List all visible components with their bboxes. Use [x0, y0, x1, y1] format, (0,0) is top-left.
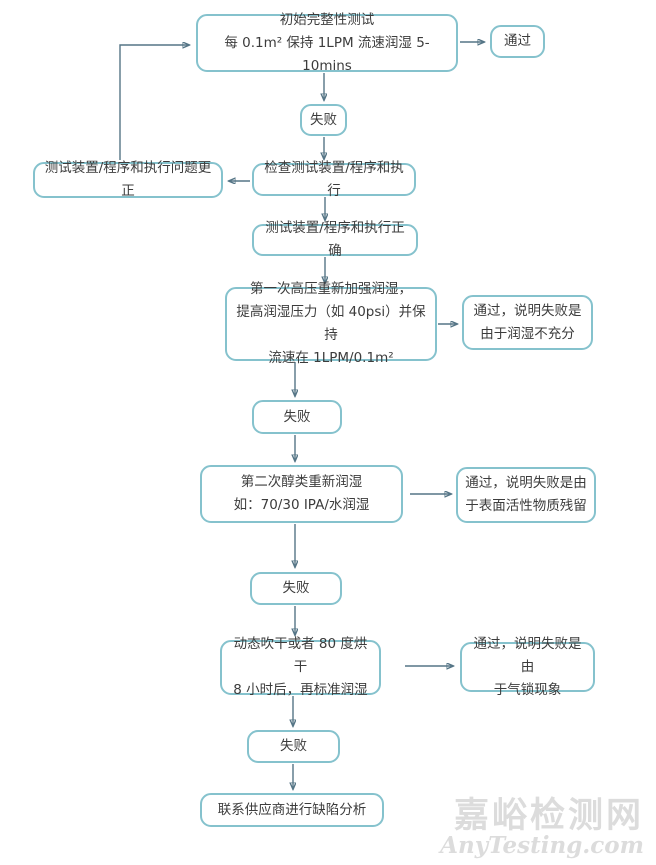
- watermark: 嘉峪检测网 AnyTesting.com: [440, 799, 644, 859]
- node-text-line: 第一次高压重新加强润湿，: [250, 281, 412, 297]
- node-text-line: 8 小时后，再标准润湿: [233, 682, 368, 698]
- node-text-line: 测试装置/程序和执行问题更正: [44, 160, 212, 199]
- node-text-line: 如：70/30 IPA/水润湿: [233, 497, 370, 513]
- node-text-line: 测试装置/程序和执行正确: [265, 220, 405, 259]
- node-text-line: 初始完整性测试: [279, 11, 375, 28]
- node-text-line: 失败: [310, 111, 337, 128]
- watermark-site-url: AnyTesting.com: [440, 832, 644, 859]
- node-text-line: 第二次醇类重新润湿: [240, 474, 363, 490]
- node-text-line: 通过，说明失败是: [473, 302, 582, 319]
- node-setup-correct: 测试装置/程序和执行正确: [252, 220, 418, 259]
- node-text-line: 于气锁现象: [493, 681, 562, 698]
- node-fail-4: 失败: [247, 730, 340, 763]
- arrow-correction-loop-to-initial: [119, 45, 189, 160]
- node-fail-1: 失败: [300, 104, 347, 136]
- node-fail-3: 失败: [250, 572, 342, 605]
- node-text-line: 通过，说明失败是由: [473, 635, 582, 675]
- node-pass-note-insufficient-wetting: 通过，说明失败是 由于润湿不充分: [462, 295, 593, 350]
- node-pass-top: 通过: [490, 25, 545, 58]
- node-text-line: 失败: [282, 580, 310, 596]
- node-pass-note-surfactant-residue: 通过，说明失败是由 于表面活性物质残留: [456, 467, 596, 523]
- node-text-line: 失败: [283, 408, 311, 425]
- node-text-line: 失败: [280, 738, 307, 754]
- node-pass-note-airlock: 通过，说明失败是由 于气锁现象: [460, 636, 595, 698]
- node-check-setup: 检查测试装置/程序和执行: [252, 160, 416, 199]
- node-text-line: 联系供应商进行缺陷分析: [217, 801, 367, 818]
- node-dynamic-dry-rewet: 动态吹干或者 80 度烘干 8 小时后，再标准润湿: [220, 636, 381, 698]
- node-text-line: 提高润湿压力（如 40psi）并保持: [236, 304, 426, 343]
- node-correction: 测试装置/程序和执行问题更正: [33, 160, 223, 199]
- node-text-line: 由于润湿不充分: [480, 325, 575, 342]
- node-fail-2: 失败: [252, 400, 342, 434]
- node-contact-supplier: 联系供应商进行缺陷分析: [200, 793, 384, 827]
- node-text-line: 通过，说明失败是由: [465, 475, 587, 491]
- node-text-line: 动态吹干或者 80 度烘干: [233, 636, 368, 675]
- node-initial-integrity-test: 初始完整性测试 每 0.1m² 保持 1LPM 流速润湿 5-10mins: [196, 12, 458, 74]
- node-text-line: 检查测试装置/程序和执行: [264, 159, 404, 199]
- node-second-alcohol-rewet: 第二次醇类重新润湿 如：70/30 IPA/水润湿: [200, 465, 403, 523]
- watermark-site-name: 嘉峪检测网: [453, 796, 644, 836]
- node-text-line: 每 0.1m² 保持 1LPM 流速润湿 5-10mins: [224, 34, 430, 74]
- node-text-line: 于表面活性物质残留: [465, 498, 587, 514]
- node-first-high-pressure-rewet: 第一次高压重新加强润湿， 提高润湿压力（如 40psi）并保持 流速在 1LPM…: [225, 281, 437, 366]
- node-text-line: 流速在 1LPM/0.1m²: [268, 350, 394, 366]
- node-text-line: 通过: [504, 33, 531, 49]
